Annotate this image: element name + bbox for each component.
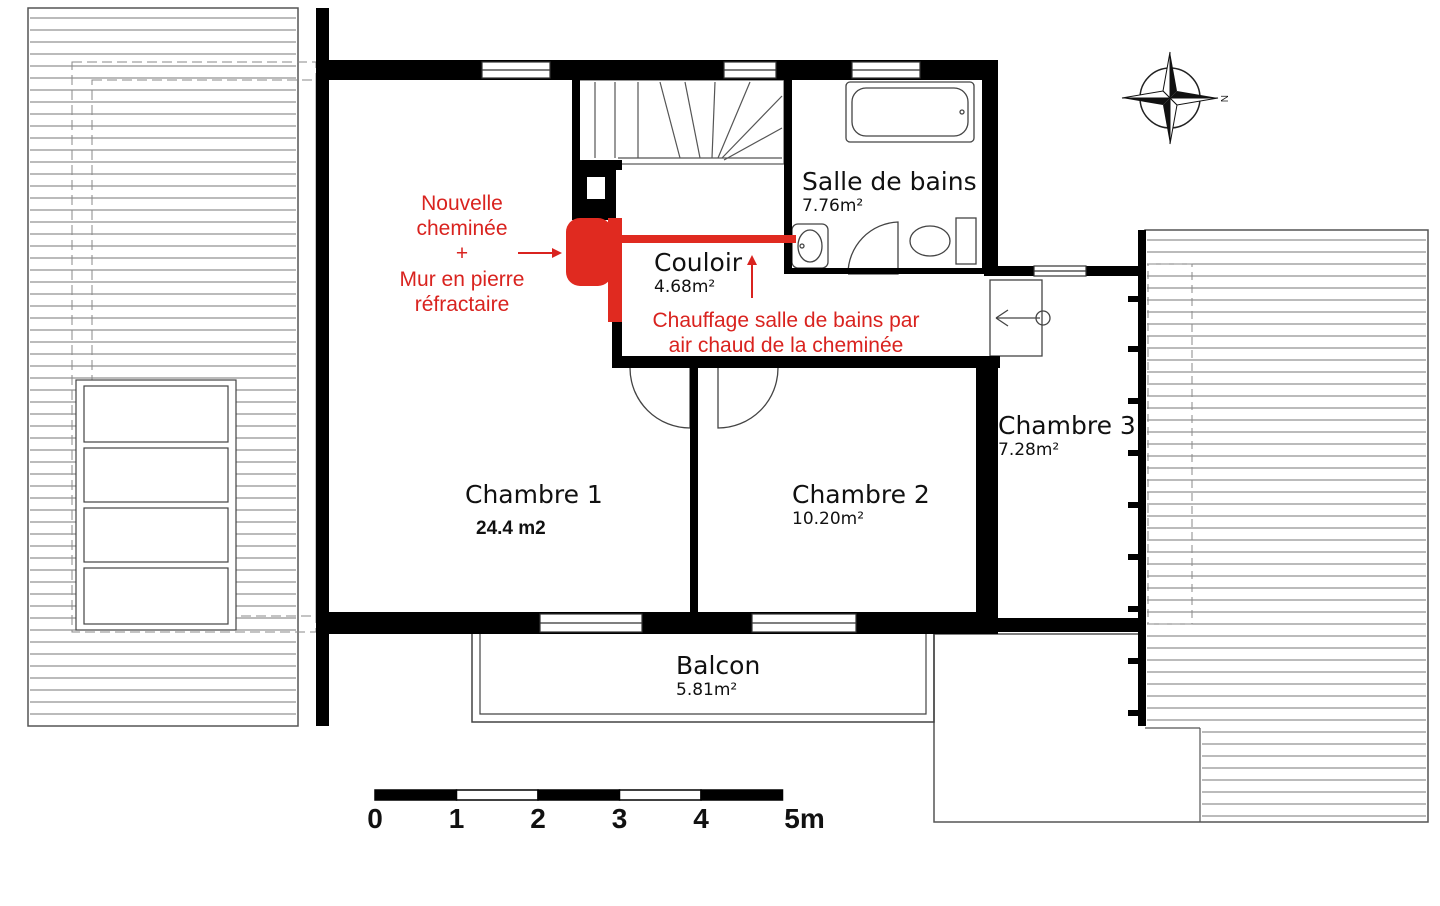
- room-area-balcon: 5.81m²: [676, 680, 737, 700]
- room-name-chambre-2: Chambre 2: [792, 480, 930, 509]
- room-name-salle-de-bains: Salle de bains: [802, 167, 977, 196]
- scale-bar: 0 1 2 3 4 5m: [367, 789, 825, 834]
- new-fireplace: [566, 218, 796, 322]
- scale-label: 4: [693, 803, 709, 834]
- scale-label: 3: [612, 803, 628, 834]
- compass-icon: N: [1121, 51, 1229, 145]
- fireplace-annotation-line-4: Mur en pierre: [400, 268, 525, 291]
- windows: [481, 61, 1087, 633]
- room-name-chambre-3: Chambre 3: [998, 411, 1136, 440]
- right-roof: [933, 229, 1429, 823]
- fireplace-annotation-line-3: +: [456, 242, 468, 265]
- doors: [629, 279, 1051, 429]
- room-area-chambre-3: 7.28m²: [998, 440, 1059, 460]
- scale-label: 2: [530, 803, 546, 834]
- walls: [316, 8, 1146, 726]
- fireplace-annotation-line-2: cheminée: [416, 217, 507, 240]
- bathroom-fixtures: [791, 81, 977, 275]
- room-area-chambre-2: 10.20m²: [792, 509, 864, 529]
- room-name-balcon: Balcon: [676, 651, 760, 680]
- room-area-salle-de-bains: 7.76m²: [802, 196, 863, 216]
- fireplace-annotation-line-5: réfractaire: [415, 293, 510, 316]
- roof-skylight: [75, 379, 237, 631]
- heating-annotation-line-2: air chaud de la cheminée: [669, 334, 904, 357]
- scale-segment: [618, 789, 702, 801]
- staircase: [577, 79, 785, 165]
- compass-north-label: N: [1218, 95, 1229, 102]
- scale-segment: [374, 789, 458, 801]
- room-area-chambre-1: 24.4 m2: [476, 518, 546, 539]
- scale-segment: [700, 789, 784, 801]
- heating-annotation-line-1: Chauffage salle de bains par: [653, 309, 920, 332]
- scale-label: 1: [449, 803, 465, 834]
- room-area-couloir: 4.68m²: [654, 277, 715, 297]
- scale-label: 0: [367, 803, 383, 834]
- left-roof: [27, 7, 317, 727]
- annotation-arrows: [518, 248, 757, 298]
- fireplace-annotation-line-1: Nouvelle: [421, 192, 503, 215]
- balcony: [471, 630, 935, 723]
- scale-segment: [455, 789, 539, 801]
- room-name-couloir: Couloir: [654, 248, 743, 277]
- scale-segment: [537, 789, 621, 801]
- room-name-chambre-1: Chambre 1: [465, 480, 603, 509]
- scale-label: 5m: [784, 803, 824, 834]
